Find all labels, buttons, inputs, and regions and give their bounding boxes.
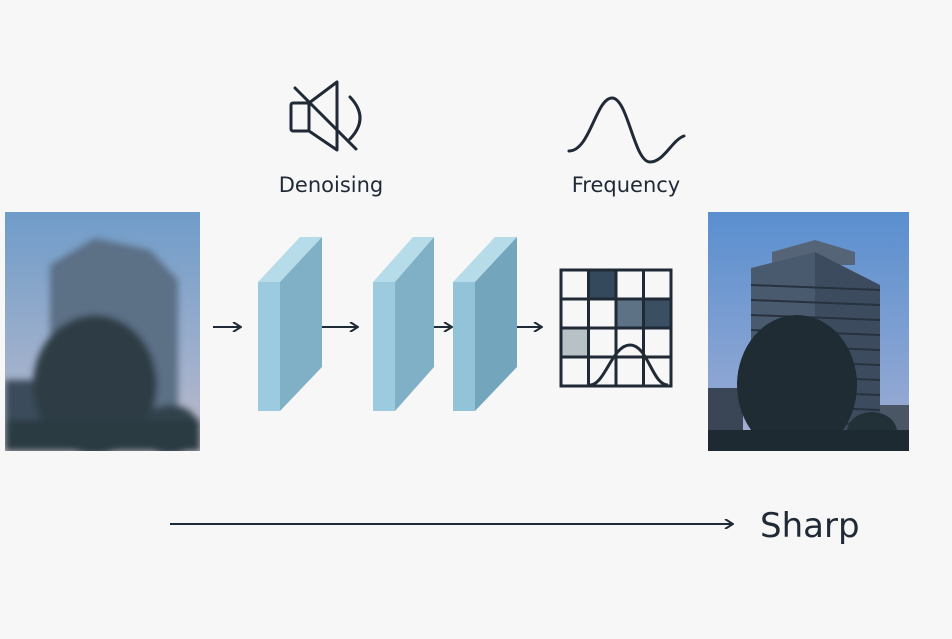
speaker-muted-icon — [289, 80, 362, 152]
sharp-output-image — [708, 212, 909, 451]
sharp-label: Sharp — [760, 506, 860, 546]
sine-wave-icon — [567, 96, 686, 164]
frequency-grid — [559, 268, 673, 388]
layer-slab-2 — [373, 237, 434, 411]
denoising-label: Denoising — [279, 173, 384, 197]
layer-slab-3 — [453, 237, 517, 411]
layer-slab-1 — [258, 237, 322, 411]
blurry-input-image — [5, 212, 200, 451]
frequency-label: Frequency — [572, 173, 681, 197]
